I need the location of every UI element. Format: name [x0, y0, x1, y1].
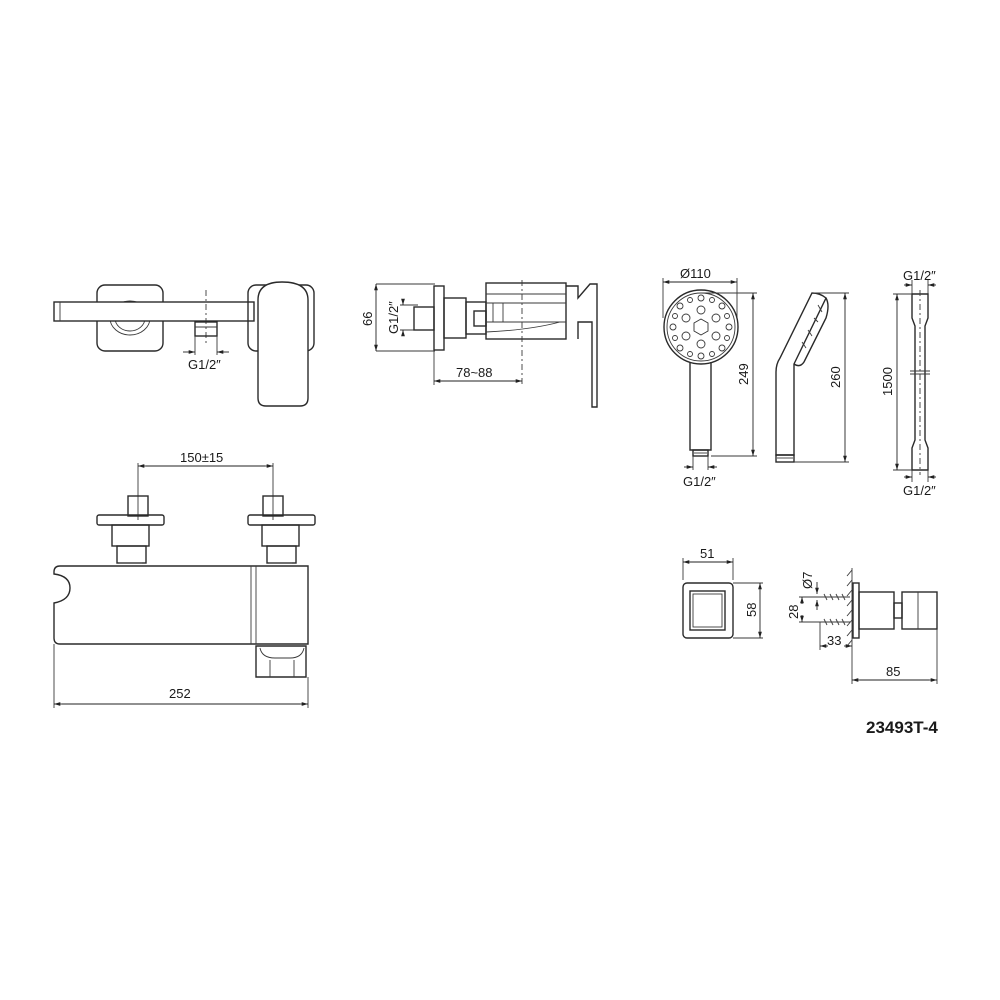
hand-shower-thread-label: G1/2″: [683, 474, 716, 489]
mixer-side-depth-label: 78~88: [456, 365, 493, 380]
mixer-top-thread-label: G1/2″: [188, 357, 221, 372]
wall-outlet-height-label: 58: [744, 603, 759, 617]
hose-view: G1/2″ G1/2″ 1500: [880, 268, 936, 498]
mixer-front-view: 150±15 252: [53, 450, 316, 708]
hose-length-label: 1500: [880, 367, 895, 396]
mixer-side-thread-label: G1/2″: [386, 301, 401, 334]
mixer-side-height-label: 66: [360, 312, 375, 326]
hand-shower-length-label: 249: [736, 363, 751, 385]
hand-shower-side-length-label: 260: [828, 366, 843, 388]
mixer-front-width-label: 252: [169, 686, 191, 701]
wall-outlet-spacing-label: 28: [786, 605, 801, 619]
wall-outlet-screw-label: 33: [827, 633, 841, 648]
hand-shower-side-view: 260: [775, 292, 849, 463]
wall-outlet-depth-label: 85: [886, 664, 900, 679]
hand-shower-front-view: Ø110 G1/2″ 249: [662, 266, 757, 489]
mixer-side-view: 66 G1/2″ 78~88: [360, 280, 598, 408]
model-code: 23493T-4: [866, 718, 938, 737]
hand-shower-diameter-label: Ø110: [680, 266, 711, 281]
mixer-front-spacing-label: 150±15: [180, 450, 223, 465]
wall-outlet-hole-label: Ø7: [800, 572, 815, 589]
hose-top-thread-label: G1/2″: [903, 268, 936, 283]
wall-outlet-width-label: 51: [700, 546, 714, 561]
mixer-top-view: G1/2″: [53, 281, 315, 407]
hose-bottom-thread-label: G1/2″: [903, 483, 936, 498]
wall-outlet-side-view: Ø7 28 33 85: [786, 568, 938, 684]
wall-outlet-front-view: 51 58: [682, 546, 763, 639]
